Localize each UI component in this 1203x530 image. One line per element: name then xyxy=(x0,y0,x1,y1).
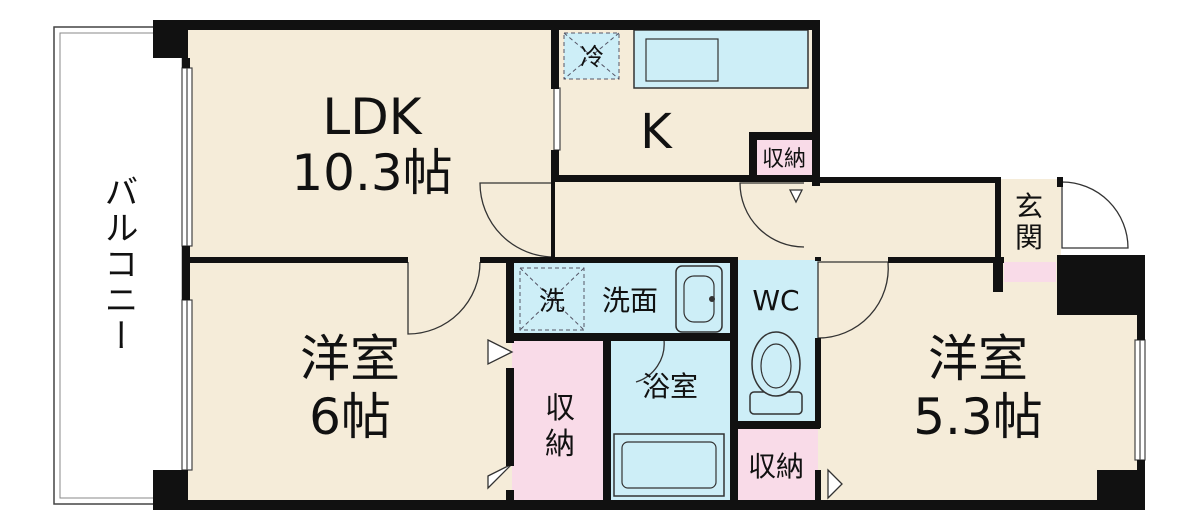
washroom-label: 洗面 xyxy=(602,284,658,317)
closet-label-2: 納 xyxy=(545,427,575,462)
storage-bottom-label: 収納 xyxy=(748,450,804,483)
kitchen-label: K xyxy=(640,104,673,160)
ldk-floor xyxy=(188,27,556,260)
entrance-label-2: 関 xyxy=(1015,221,1043,254)
fridge-label: 冷 xyxy=(580,43,604,71)
ldk-name: LDK xyxy=(322,88,422,146)
balcony xyxy=(53,26,189,505)
ldk-size: 10.3帖 xyxy=(291,144,452,202)
wc-label: WC xyxy=(752,284,799,317)
wash-basin xyxy=(675,265,723,333)
walls xyxy=(153,20,1145,510)
hallway-floor xyxy=(556,179,1061,260)
kitchen-fixtures xyxy=(563,29,809,89)
balcony-label: バルコニー xyxy=(98,174,138,354)
labels: バルコニー LDK 10.3帖 K 冷 収納 玄 関 洋室 6帖 洋室 5.3帖… xyxy=(98,43,1043,483)
doors xyxy=(407,181,1129,500)
kitchen-storage-floor xyxy=(756,138,813,179)
kitchen-sink xyxy=(645,38,719,82)
washer-label: 洗 xyxy=(539,287,565,317)
toilet xyxy=(749,331,803,415)
storage-bottom-floor xyxy=(735,428,818,503)
entrance-step xyxy=(1004,262,1056,282)
closet-floor xyxy=(512,340,608,503)
entrance-label-1: 玄 xyxy=(1015,190,1043,223)
western-room1-size: 6帖 xyxy=(309,388,391,446)
western-room2-name: 洋室 xyxy=(928,330,1028,388)
kitchen-storage-label: 収納 xyxy=(762,147,806,172)
bath-label: 浴室 xyxy=(642,370,698,403)
entrance-floor xyxy=(1000,180,1061,260)
western-room1-name: 洋室 xyxy=(300,330,400,388)
closet-label-1: 収 xyxy=(545,391,575,426)
washroom-fixtures xyxy=(519,265,723,333)
bathtub xyxy=(613,433,725,497)
western-room1-floor xyxy=(188,260,512,503)
western-room2-size: 5.3帖 xyxy=(913,388,1043,446)
